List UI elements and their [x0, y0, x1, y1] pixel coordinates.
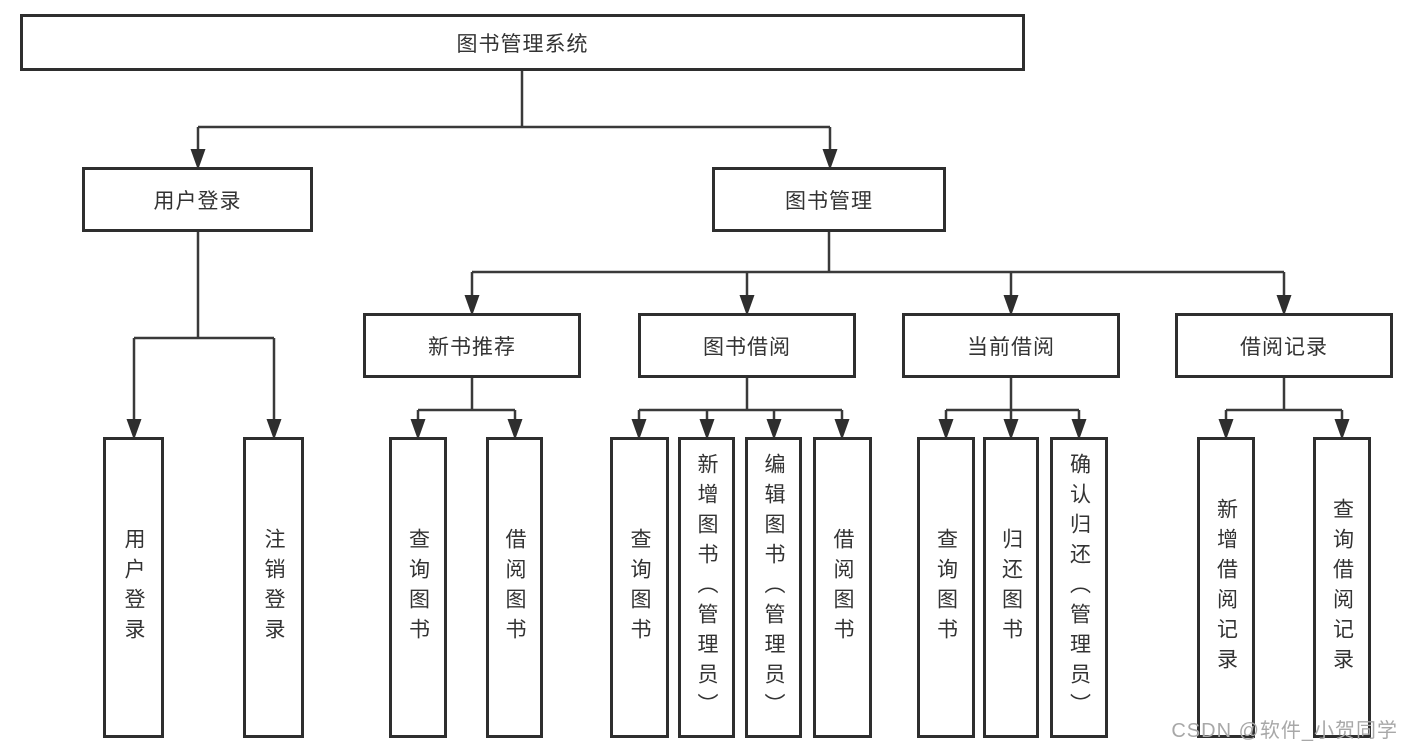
leaf-rc-add-record-label: 新增借阅记录 [1214, 497, 1238, 678]
arrowhead [1218, 419, 1234, 440]
node-current-borrow-label: 当前借阅 [967, 335, 1055, 359]
leaf-rc-add-record: 新增借阅记录 [1197, 437, 1255, 738]
arrowhead [1071, 419, 1087, 440]
arrowhead [507, 419, 523, 440]
leaf-logout-label: 注销登录 [262, 527, 285, 648]
arrowhead [266, 419, 282, 440]
leaf-rc-query-record: 查询借阅记录 [1313, 437, 1371, 738]
node-book-management-label: 图书管理 [785, 189, 873, 213]
leaf-nb-query-books: 查询图书 [389, 437, 447, 738]
node-current-borrow: 当前借阅 [902, 313, 1120, 378]
leaf-nb-borrow-books: 借阅图书 [486, 437, 543, 738]
arrowhead [631, 419, 647, 440]
csdn-watermark: CSDN @软件_小贺同学 [1171, 720, 1398, 742]
leaf-rc-query-record-label: 查询借阅记录 [1330, 497, 1354, 678]
leaf-bw-add-books-admin-label: 新增图书（管理员） [695, 452, 718, 723]
leaf-user-login-label: 用户登录 [122, 527, 145, 648]
connector-records [1224, 378, 1344, 425]
arrowhead [739, 295, 755, 316]
leaf-bw-edit-books-admin-label: 编辑图书（管理员） [762, 452, 785, 723]
arrowhead [938, 419, 954, 440]
leaf-nb-query-books-label: 查询图书 [406, 527, 430, 648]
leaf-bw-add-books-admin: 新增图书（管理员） [678, 437, 735, 738]
leaf-cu-query-books-label: 查询图书 [934, 527, 958, 648]
leaf-bw-edit-books-admin: 编辑图书（管理员） [745, 437, 802, 738]
node-book-borrow: 图书借阅 [638, 313, 856, 378]
node-borrow-records: 借阅记录 [1175, 313, 1393, 378]
arrowhead [699, 419, 715, 440]
arrowhead [1334, 419, 1350, 440]
node-book-management: 图书管理 [712, 167, 946, 232]
connector-current [944, 378, 1081, 425]
node-root: 图书管理系统 [20, 14, 1025, 71]
leaf-bw-query-books-label: 查询图书 [628, 527, 651, 648]
arrowhead [766, 419, 782, 440]
node-new-book-recommend: 新书推荐 [363, 313, 581, 378]
arrowhead [190, 149, 206, 170]
connector-borrow [637, 378, 844, 425]
leaf-cu-return-books-label: 归还图书 [999, 527, 1023, 648]
node-user-login-label: 用户登录 [153, 189, 242, 213]
arrowheads [126, 149, 1350, 440]
leaf-cu-confirm-return-admin: 确认归还（管理员） [1050, 437, 1108, 738]
arrowhead [464, 295, 480, 316]
leaf-cu-query-books: 查询图书 [917, 437, 975, 738]
leaf-bw-borrow-books-label: 借阅图书 [831, 527, 854, 648]
node-borrow-records-label: 借阅记录 [1240, 335, 1328, 359]
leaf-cu-confirm-return-admin-label: 确认归还（管理员） [1067, 452, 1091, 723]
connector-root [196, 71, 832, 155]
leaf-cu-return-books: 归还图书 [983, 437, 1039, 738]
leaf-bw-query-books: 查询图书 [610, 437, 669, 738]
arrowhead [126, 419, 142, 440]
leaf-user-login: 用户登录 [103, 437, 164, 738]
arrowhead [1003, 295, 1019, 316]
leaf-nb-borrow-books-label: 借阅图书 [503, 527, 526, 648]
node-user-login: 用户登录 [82, 167, 313, 232]
arrowhead [822, 149, 838, 170]
node-root-label: 图书管理系统 [456, 32, 589, 56]
arrowhead [834, 419, 850, 440]
arrowhead [1003, 419, 1019, 440]
connector-book [470, 232, 1286, 300]
node-book-borrow-label: 图书借阅 [703, 335, 791, 359]
connector-newbooks [416, 378, 517, 425]
arrowhead [1276, 295, 1292, 316]
leaf-logout: 注销登录 [243, 437, 304, 738]
connector-user [132, 232, 276, 425]
leaf-bw-borrow-books: 借阅图书 [813, 437, 872, 738]
node-new-book-recommend-label: 新书推荐 [428, 335, 516, 359]
arrowhead [410, 419, 426, 440]
